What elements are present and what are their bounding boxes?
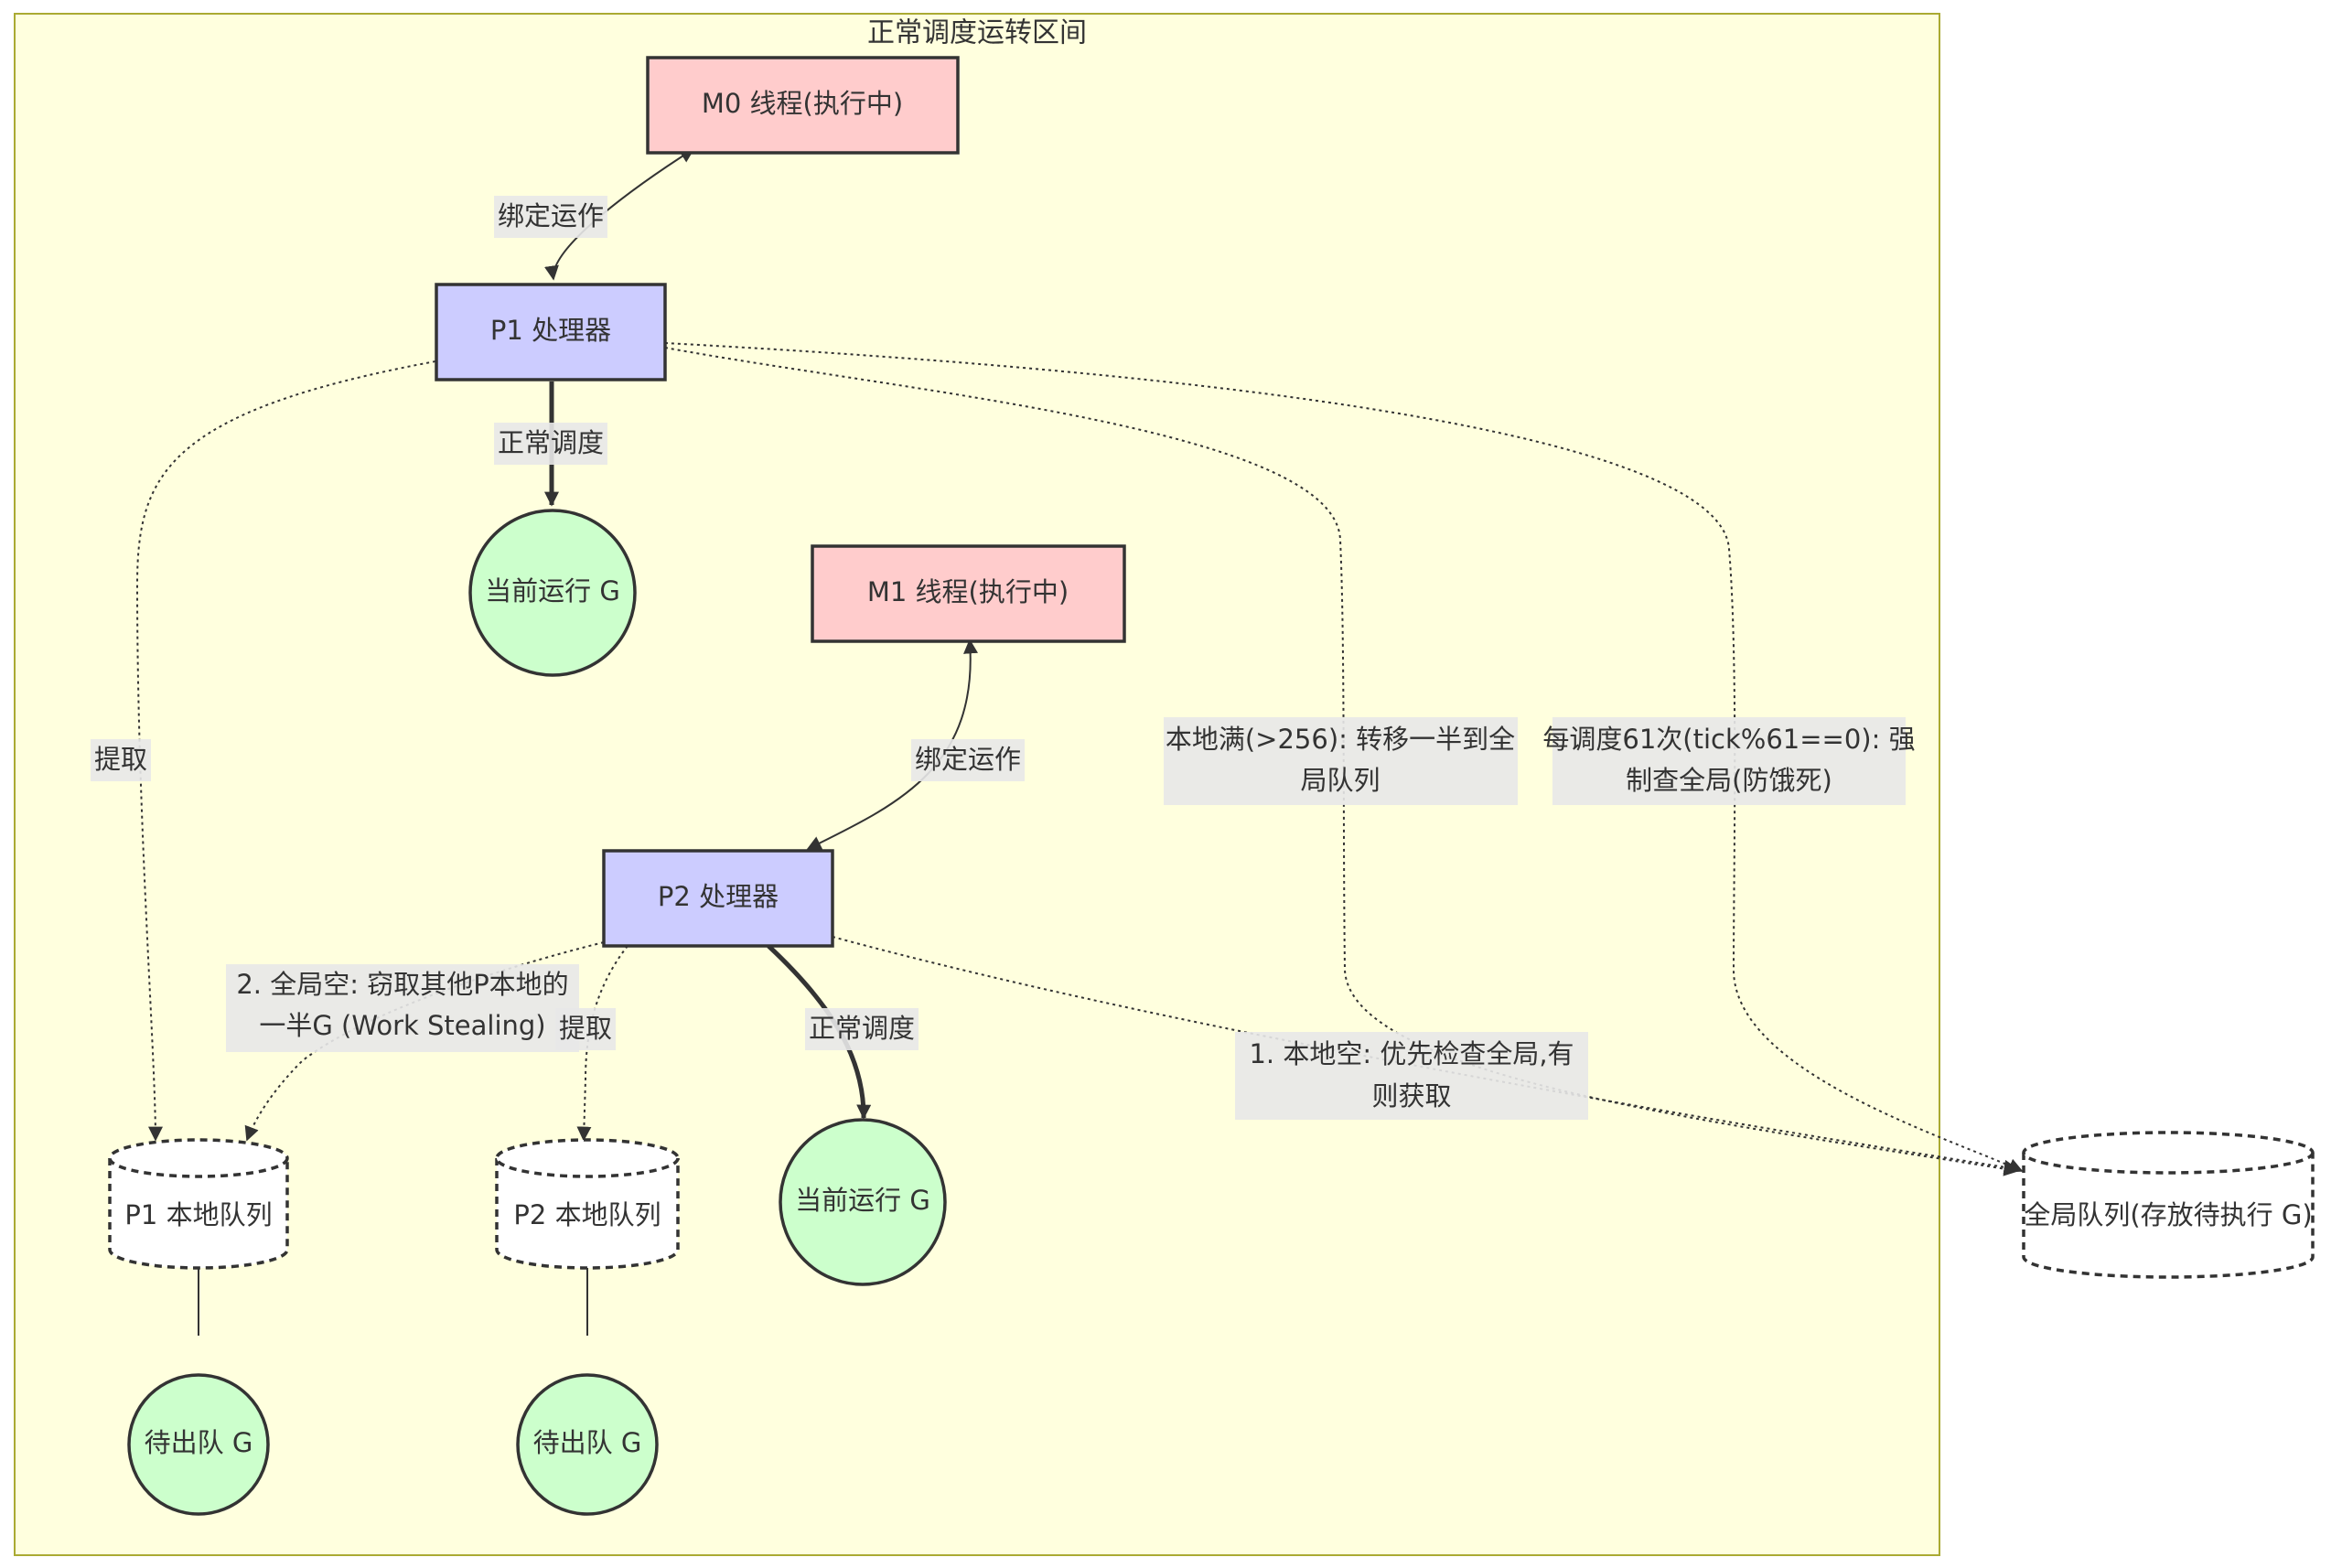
m1-thread-node[interactable] [811, 544, 1126, 643]
global-queue-label: 全局队列(存放待执行 G) [2024, 1199, 2312, 1230]
current-g-label-1: 当前运行 G [485, 575, 620, 607]
global-queue-node[interactable] [2022, 1131, 2315, 1279]
edge-label-sched-1: 正常调度 [498, 427, 604, 458]
current-g-node-2[interactable] [779, 1118, 947, 1286]
current-g-label-2: 当前运行 G [795, 1185, 930, 1216]
edge-label-steal-line2: 一半G (Work Stealing) [259, 1010, 545, 1041]
p1-local-queue-label: P1 本地队列 [124, 1199, 272, 1230]
edge-p1-local-full-global [664, 347, 2019, 1176]
edge-label-local-full-line2: 局队列 [1300, 765, 1380, 796]
edge-label-sched-2: 正常调度 [809, 1013, 915, 1044]
edge-label-local-full-line1: 本地满(>256): 转移一半到全 [1166, 724, 1515, 755]
edge-label-tick-line2: 制查全局(防饿死) [1626, 765, 1832, 796]
waiting-g-label-2: 待出队 G [533, 1427, 642, 1458]
edge-label-fetch-1: 提取 [94, 744, 147, 775]
p1-local-queue-node[interactable] [108, 1138, 289, 1270]
p1-processor-node[interactable] [435, 283, 667, 381]
p2-processor-node[interactable] [602, 849, 834, 948]
m1-thread-label: M1 线程(执行中) [867, 576, 1069, 607]
p2-processor-label: P2 处理器 [658, 881, 779, 912]
waiting-g-node-1[interactable] [127, 1373, 270, 1516]
edge-label-steal-line1: 2. 全局空: 窃取其他P本地的 [236, 969, 568, 1000]
edge-label-local-empty-line2: 则获取 [1371, 1080, 1451, 1112]
waiting-g-label-1: 待出队 G [145, 1427, 253, 1458]
subgraph-title: 正常调度运转区间 [867, 17, 1087, 49]
edge-label-bind-2: 绑定运作 [915, 744, 1021, 775]
edge-p1-fetch-p1-queue [135, 360, 436, 1142]
edge-p1-tick-global [664, 342, 2024, 1173]
m0-thread-node[interactable] [646, 56, 960, 155]
edge-label-bind-1: 绑定运作 [498, 200, 604, 231]
m0-thread-label: M0 线程(执行中) [702, 88, 903, 119]
waiting-g-node-2[interactable] [516, 1373, 659, 1516]
p1-processor-label: P1 处理器 [490, 315, 611, 346]
p2-local-queue-label: P2 本地队列 [513, 1199, 661, 1230]
edge-label-fetch-2: 提取 [559, 1013, 612, 1044]
p2-local-queue-node[interactable] [495, 1138, 680, 1270]
edge-label-local-empty-line1: 1. 本地空: 优先检查全局,有 [1249, 1038, 1574, 1069]
edge-label-tick-line1: 每调度61次(tick%61==0): 强 [1542, 724, 1915, 755]
current-g-node-1[interactable] [468, 509, 637, 677]
